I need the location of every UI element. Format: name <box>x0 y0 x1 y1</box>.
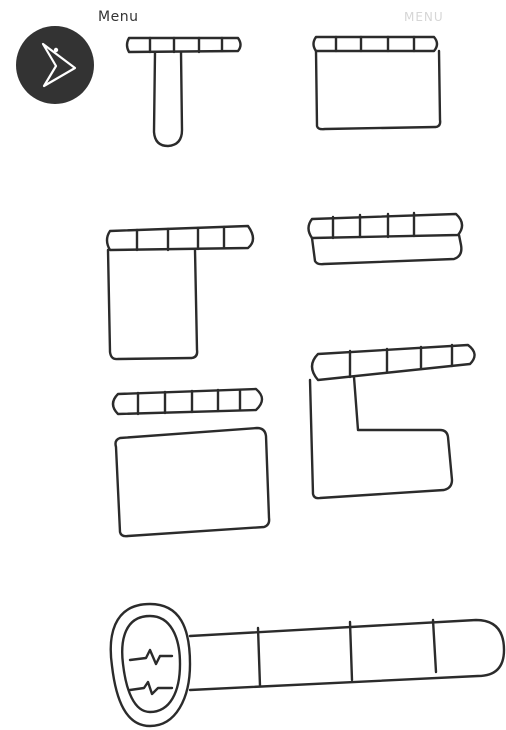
menu-bar-dividers <box>336 37 414 51</box>
sketch-top-bar-with-sidebar <box>127 38 241 146</box>
l-shaped-panel <box>310 377 452 498</box>
oval-inner <box>122 616 180 712</box>
long-bar <box>190 620 504 690</box>
sketch-floating-bar-with-box <box>113 389 269 536</box>
sketch-top-bar-with-content <box>314 37 441 129</box>
menu-bar <box>309 214 463 238</box>
menu-bar <box>314 37 438 51</box>
menu-bar-dividers <box>150 38 222 52</box>
sidebar-panel <box>154 52 182 146</box>
sketch-bar-with-left-panel <box>107 226 253 359</box>
content-strip <box>312 235 461 264</box>
content-box <box>116 428 270 536</box>
sketch-oval-handle-with-long-bar <box>111 604 504 726</box>
menu-bar <box>127 38 241 52</box>
hamburger-line-bottom <box>130 682 172 694</box>
content-panel <box>316 51 440 129</box>
menu-bar <box>107 226 253 250</box>
sketch-bar-with-l-layout <box>310 345 475 498</box>
menu-bar <box>312 345 475 380</box>
hamburger-line-top <box>130 650 172 664</box>
sketch-bar-with-strip <box>309 213 463 264</box>
left-panel <box>108 250 197 359</box>
